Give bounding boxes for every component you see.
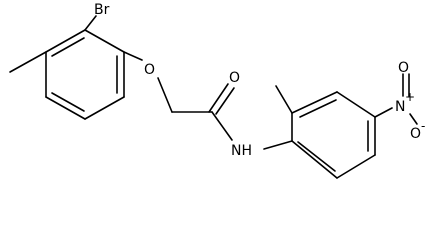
nitro-nitrogen-label: N xyxy=(395,99,405,115)
nitro-oxygen-top-label: O xyxy=(398,60,409,76)
bond-ring-to-bromine xyxy=(84,15,97,31)
nitro-oxygen-charge: - xyxy=(421,119,425,133)
bond-carbonyl-double-b xyxy=(215,87,235,115)
carbonyl-oxygen-label: O xyxy=(229,70,240,86)
bond-nh-to-ring xyxy=(263,140,293,150)
ether-oxygen-label: O xyxy=(144,62,155,78)
methyl-nitro-phenyl-ring xyxy=(291,91,376,179)
bromine-label: Br xyxy=(94,2,110,18)
nitro-nitrogen-charge: + xyxy=(405,90,415,104)
bond-left-methyl xyxy=(9,51,47,73)
bromo-methyl-phenyl-ring xyxy=(45,29,125,120)
bond-ether-oxygen-to-methylene xyxy=(157,77,173,113)
molecule-structure: Br O O NH N + O O - xyxy=(9,2,425,179)
amide-nh-label: NH xyxy=(231,143,252,159)
bond-carbonyl-double-a xyxy=(208,83,229,113)
nitro-oxygen-bottom-label: O xyxy=(410,126,421,142)
bond-ring-to-nitro-nitrogen xyxy=(374,107,393,118)
bond-ring-to-ether-oxygen xyxy=(123,51,143,61)
bond-nitro-n-to-o-bottom xyxy=(409,113,418,125)
bond-carbonyl-to-nh xyxy=(211,111,233,141)
bond-right-methyl xyxy=(275,85,293,114)
